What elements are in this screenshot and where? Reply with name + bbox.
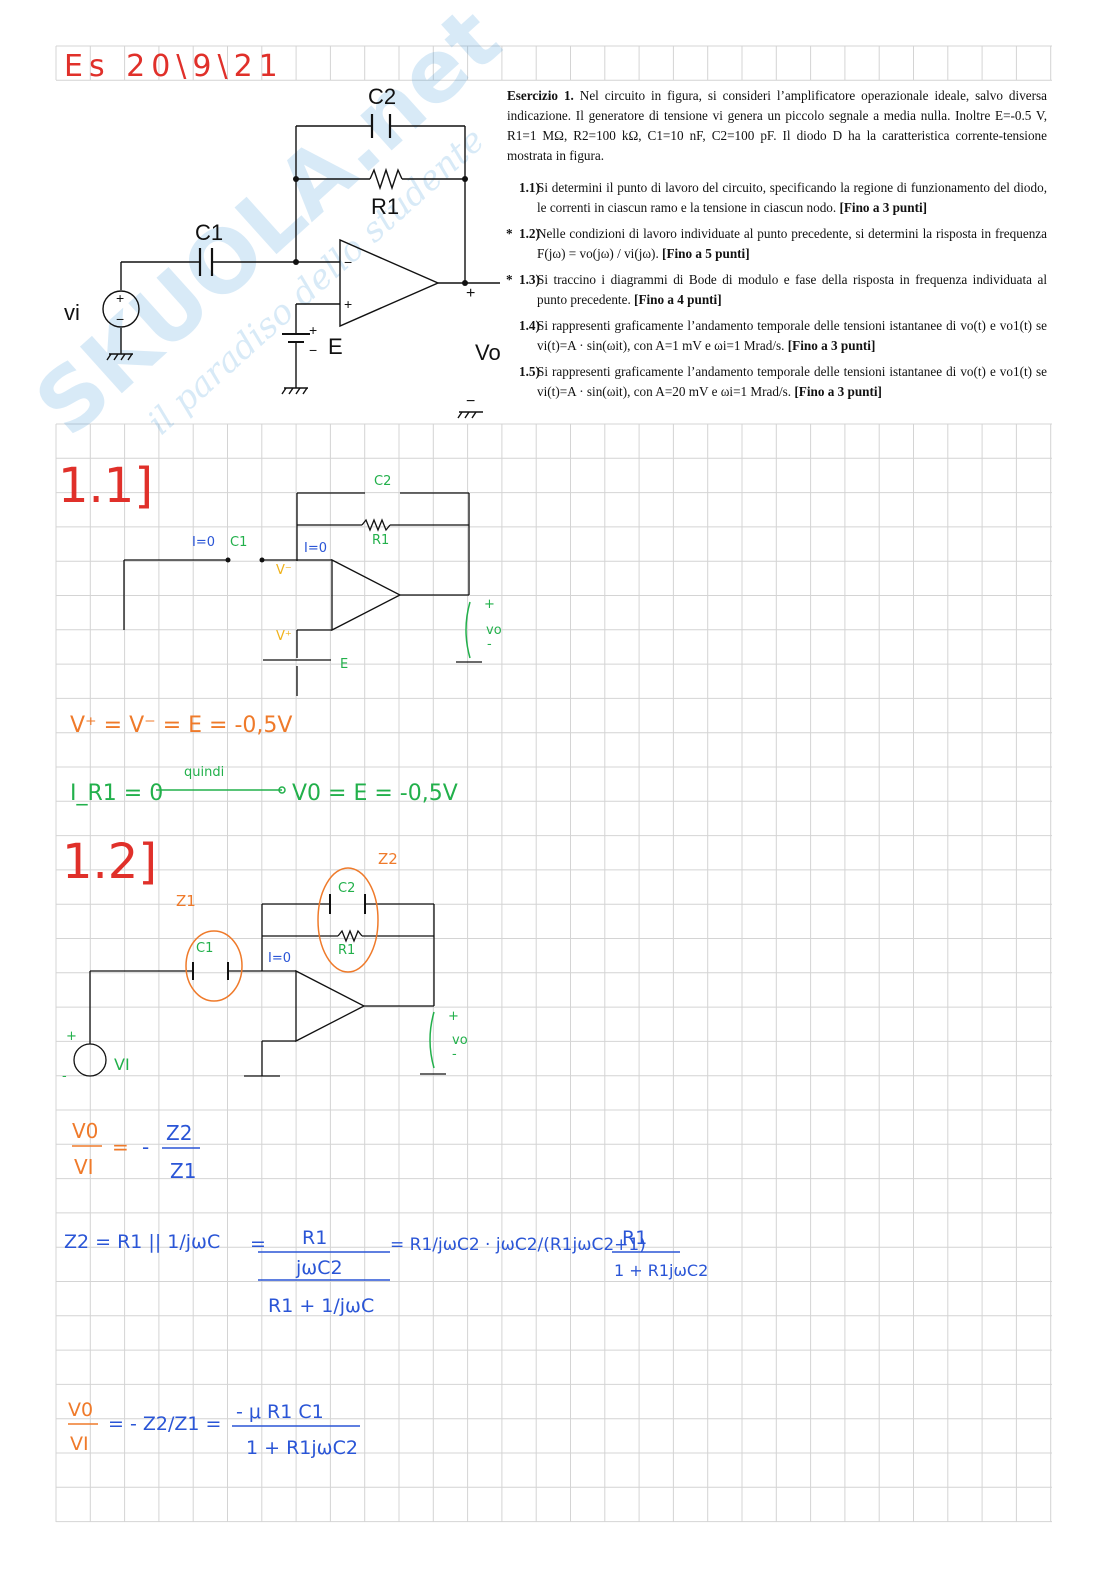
label-vo: Vo — [475, 340, 501, 365]
label-e-plus: + — [309, 322, 317, 338]
s12-vo-minus: - — [452, 1047, 457, 1062]
exercise-item: 1.1)Si determini il punto di lavoro del … — [507, 178, 1047, 218]
label-r1: R1 — [371, 194, 399, 219]
exercise-item: 1.4)Si rappresenti graficamente l’andame… — [507, 316, 1047, 356]
label-c1: C1 — [195, 220, 223, 245]
s11-eq2-left: I_R1 = 0 — [70, 781, 163, 806]
s11-i1: I=0 — [192, 535, 215, 550]
eq-ratio-z1: Z1 — [170, 1159, 196, 1183]
eq-ratio-eq: = — [112, 1135, 129, 1159]
item-star: * — [506, 226, 513, 241]
item-number: 1.2) — [519, 226, 540, 241]
s12-i: I=0 — [268, 951, 291, 966]
s11-vo: vo — [486, 623, 502, 638]
eq-ratio-den: VI — [74, 1155, 94, 1179]
label-vo-minus: − — [466, 393, 475, 410]
final-lhs-num: V0 — [68, 1399, 93, 1421]
z2-step1-den2: R1 + 1/jωC — [268, 1295, 374, 1317]
header-handwritten-title: Es 20\9\21 — [64, 49, 284, 84]
z2-step1-den: jωC2 — [295, 1257, 343, 1279]
s11-vminus: V⁻ — [276, 563, 292, 578]
item-text: Nelle condizioni di lavoro individuate a… — [537, 226, 1047, 261]
z2-step2: = R1/jωC2 · jωC2/(R1jωC2+1) — [390, 1235, 646, 1255]
s12-c1: C1 — [196, 941, 213, 956]
z2-step1-num: R1 — [302, 1227, 327, 1249]
label-opamp-plus: + — [344, 296, 352, 312]
s12-minus: - — [62, 1069, 67, 1084]
circuit-diagram-top: C2 R1 C1 vi E Vo + − − + + − + − — [64, 84, 501, 419]
section-1-2: 1.2] Z1 Z2 — [62, 834, 708, 1459]
item-text: Si determini il punto di lavoro del circ… — [537, 180, 1047, 215]
section-1-1: 1.1] C2 R1 C1 I=0 I=0 V⁻ — [58, 458, 502, 806]
item-star: * — [506, 272, 513, 287]
s11-e: E — [340, 657, 348, 672]
s12-vo: vo — [452, 1033, 468, 1048]
s11-eq1: V⁺ = V⁻ = E = -0,5V — [70, 713, 292, 738]
exercise-item: * 1.2)Nelle condizioni di lavoro individu… — [506, 224, 1047, 264]
z2-step3-num: R1 — [622, 1227, 647, 1249]
z2-step3-den: 1 + R1jωC2 — [614, 1261, 708, 1280]
vo-bracket — [465, 601, 471, 659]
problem-statement: Esercizio 1. Nel circuito in figura, si … — [506, 86, 1047, 408]
s11-eq2-right: V0 = E = -0,5V — [292, 781, 458, 806]
s11-c2: C2 — [374, 474, 391, 489]
s12-r1: R1 — [338, 943, 355, 958]
exercise-intro-text: Nel circuito in figura, si consideri l’a… — [507, 88, 1048, 163]
exercise-intro: Esercizio 1. Nel circuito in figura, si … — [507, 86, 1047, 166]
s11-minus: - — [487, 637, 492, 652]
item-number: 1.3) — [519, 272, 540, 287]
label-e-minus: − — [309, 342, 317, 358]
eq-ratio-z2: Z2 — [166, 1121, 192, 1145]
section-1-1-heading: 1.1] — [58, 458, 153, 514]
eq-ratio-neg: - — [142, 1135, 149, 1159]
s11-c1: C1 — [230, 535, 247, 550]
item-text: Si rappresenti graficamente l’andamento … — [537, 318, 1047, 353]
label-e: E — [328, 334, 343, 359]
svg-text:=: = — [250, 1233, 266, 1255]
exercise-title: Esercizio 1. — [507, 88, 574, 103]
s11-vplus: V⁺ — [276, 629, 292, 644]
item-points: [Fino a 3 punti] — [787, 338, 876, 353]
final-den: 1 + R1jωC2 — [246, 1437, 358, 1459]
s11-eq2-arrow-label: quindi — [184, 765, 224, 780]
s12-z2: Z2 — [378, 850, 398, 868]
final-mid: = - Z2/Z1 = — [108, 1413, 221, 1435]
item-text: Si rappresenti graficamente l’andamento … — [537, 364, 1047, 399]
s11-i2: I=0 — [304, 541, 327, 556]
item-number: 1.5) — [519, 364, 540, 379]
final-lhs-den: VI — [70, 1433, 89, 1455]
item-number: 1.4) — [519, 318, 540, 333]
s12-vo-plus: + — [448, 1009, 459, 1024]
label-vi: vi — [64, 300, 80, 325]
section-1-2-heading: 1.2] — [62, 834, 157, 890]
label-vi-plus: + — [116, 290, 124, 306]
s12-plus: + — [66, 1029, 77, 1044]
item-number: 1.1) — [519, 180, 540, 195]
s12-vi: VI — [114, 1055, 130, 1074]
item-points: [Fino a 4 punti] — [634, 292, 722, 307]
s12-z1: Z1 — [176, 892, 196, 910]
label-c2: C2 — [368, 84, 396, 109]
item-points: [Fino a 3 punti] — [839, 200, 928, 215]
exercise-item: 1.5)Si rappresenti graficamente l’andame… — [507, 362, 1047, 402]
z2-lhs: Z2 = R1 || 1/jωC — [64, 1231, 220, 1253]
s12-c2: C2 — [338, 881, 355, 896]
item-points: [Fino a 3 punti] — [794, 384, 882, 399]
header-title: Es 20\9\21 — [64, 49, 284, 84]
s11-r1: R1 — [372, 533, 389, 548]
item-text: Si traccino i diagrammi di Bode di modul… — [537, 272, 1047, 307]
label-vo-plus: + — [466, 285, 475, 302]
final-num: - μ R1 C1 — [236, 1401, 324, 1423]
exercise-items: 1.1)Si determini il punto di lavoro del … — [506, 178, 1047, 402]
eq-ratio-num: V0 — [72, 1119, 98, 1143]
exercise-item: * 1.3)Si traccino i diagrammi di Bode di … — [506, 270, 1047, 310]
item-points: [Fino a 5 punti] — [662, 246, 750, 261]
s11-plus: + — [484, 597, 495, 612]
label-opamp-minus: − — [344, 254, 352, 270]
label-vi-minus: − — [116, 311, 124, 327]
